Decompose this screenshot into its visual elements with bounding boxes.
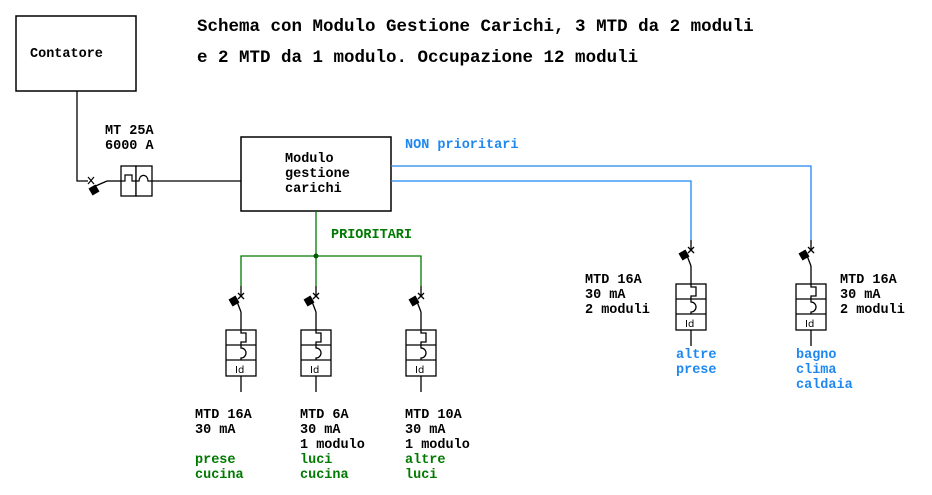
breaker-rating: MTD 16A	[585, 273, 642, 288]
breaker-sensitivity: 30 mA	[405, 423, 446, 438]
main-breaker-switch-icon	[87, 176, 121, 196]
non-priority-breaker-1-labels: MTD 16A 30 mA 2 moduli	[585, 273, 650, 318]
priority-breaker-1-labels: MTD 16A 30 mA prese cucina	[195, 408, 252, 483]
breaker-rating: MTD 6A	[300, 408, 349, 423]
priority-breaker-2-labels: MTD 6A 30 mA 1 modulo luci cucina	[300, 408, 365, 483]
breaker-use-1: altre	[676, 348, 717, 363]
non-priority-breaker-2-uses: bagno clima caldaia	[796, 348, 853, 393]
breaker-sensitivity: 30 mA	[840, 288, 881, 303]
diagram-title-line-1: Schema con Modulo Gestione Carichi, 3 MT…	[197, 17, 754, 37]
breaker-modules: 2 moduli	[585, 303, 650, 318]
breaker-use-2: clima	[796, 363, 837, 378]
breaker-use-2: luci	[405, 468, 438, 483]
breaker-modules	[195, 438, 252, 453]
differential-label: Id	[685, 319, 694, 330]
load-manager-label-1: Modulo	[285, 152, 334, 167]
meter-feed-wire	[76, 91, 88, 182]
breaker-modules: 2 moduli	[840, 303, 905, 318]
breaker-use-1: bagno	[796, 348, 837, 363]
breaker-sensitivity: 30 mA	[195, 423, 236, 438]
breaker-use-2: cucina	[195, 468, 244, 483]
load-manager-label-3: carichi	[285, 182, 342, 197]
residual-current-breaker-icon[interactable]: Id	[675, 240, 707, 346]
breaker-sensitivity: 30 mA	[585, 288, 626, 303]
non-priority-label: NON prioritari	[405, 138, 519, 153]
breaker-use-3: caldaia	[796, 378, 853, 393]
breaker-use-1: luci	[300, 453, 333, 468]
differential-label: Id	[805, 319, 814, 330]
breaker-rating: MTD 16A	[195, 408, 252, 423]
non-priority-wire-1	[391, 180, 692, 240]
non-priority-breaker-1-uses: altre prese	[676, 348, 717, 378]
breaker-modules: 1 modulo	[405, 438, 470, 453]
main-breaker-label-2: 6000 A	[105, 139, 154, 154]
load-manager-box[interactable]	[240, 136, 392, 212]
priority-label: PRIORITARI	[331, 228, 413, 243]
residual-current-breaker-icon[interactable]: Id	[300, 286, 332, 392]
breaker-modules: 1 modulo	[300, 438, 365, 453]
breaker-sensitivity: 30 mA	[300, 423, 341, 438]
residual-current-breaker-icon[interactable]: Id	[405, 286, 437, 392]
load-manager-label-2: gestione	[285, 167, 350, 182]
meter-label: Contatore	[30, 47, 103, 62]
breaker-use-2: prese	[676, 363, 717, 378]
differential-label: Id	[310, 365, 319, 376]
breaker-rating: MTD 16A	[840, 273, 897, 288]
breaker-use-1: altre	[405, 453, 446, 468]
breaker-rating: MTD 10A	[405, 408, 462, 423]
differential-label: Id	[415, 365, 424, 376]
junction-dot	[313, 253, 319, 259]
meter-box[interactable]	[15, 15, 137, 92]
main-breaker-label-1: MT 25A	[105, 124, 154, 139]
breaker-use-1: prese	[195, 453, 236, 468]
residual-current-breaker-icon[interactable]: Id	[225, 286, 257, 392]
residual-current-breaker-icon[interactable]: Id	[795, 240, 827, 346]
non-priority-wire-2	[391, 165, 812, 240]
priority-breaker-3-labels: MTD 10A 30 mA 1 modulo altre luci	[405, 408, 470, 483]
differential-label: Id	[235, 365, 244, 376]
breaker-use-2: cucina	[300, 468, 349, 483]
priority-bus-wire	[240, 255, 422, 286]
non-priority-breaker-2-labels: MTD 16A 30 mA 2 moduli	[840, 273, 905, 318]
diagram-title-line-2: e 2 MTD da 1 modulo. Occupazione 12 modu…	[197, 48, 639, 68]
main-breaker-trip-icon	[120, 165, 153, 197]
